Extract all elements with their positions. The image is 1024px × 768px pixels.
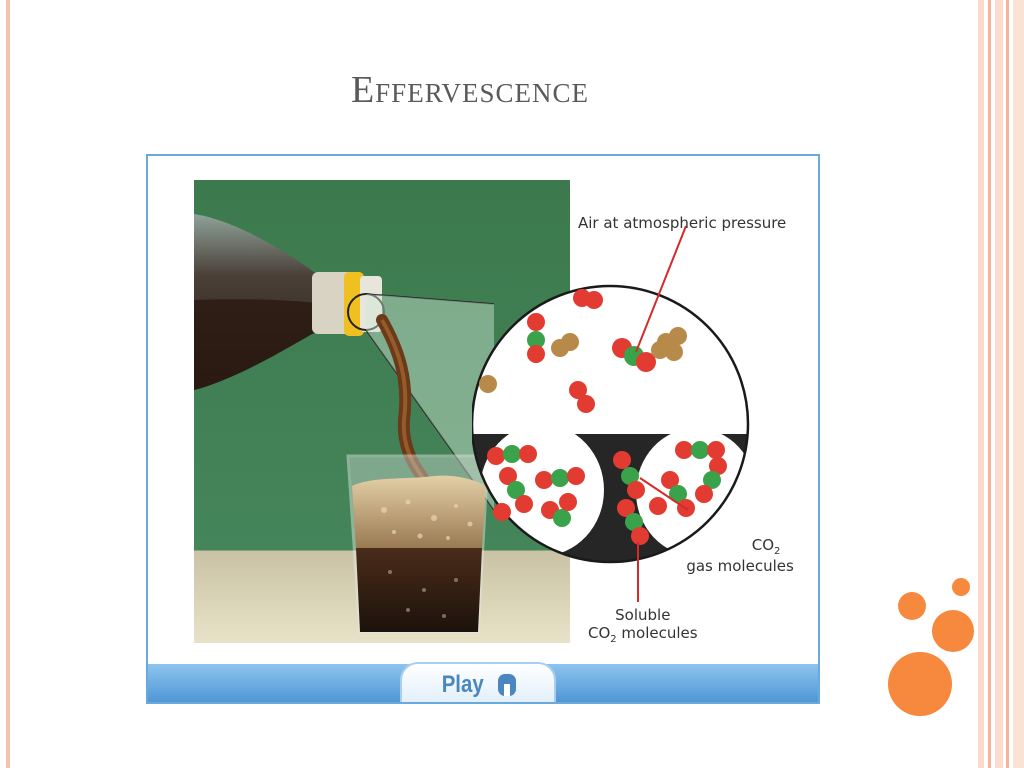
soluble-co2-molecules [613, 451, 649, 545]
label-air-atmospheric-pressure: Air at atmospheric pressure [578, 214, 787, 232]
animation-control-bar: Play [148, 662, 818, 702]
molecule-zoom-diagram [472, 284, 750, 564]
play-icon [497, 674, 516, 696]
callout-lines [635, 225, 689, 602]
left-decorative-stripe [6, 0, 10, 768]
animation-frame: Air at atmospheric pressure CO2 gas mole… [146, 154, 820, 704]
slide-title: Effervescence [350, 69, 590, 111]
label-co2-gas-molecules: CO2 gas molecules [686, 536, 794, 575]
play-button[interactable]: Play [400, 662, 556, 702]
label-soluble-co2-molecules: Soluble CO2 molecules [588, 606, 698, 645]
decorative-orange-dots [888, 578, 998, 748]
air-molecules [479, 289, 687, 413]
co2-gas-molecules-right [649, 441, 727, 517]
co2-gas-molecules-left [487, 445, 585, 527]
play-button-label: Play [442, 671, 484, 698]
right-decorative-stripes [978, 0, 1024, 768]
